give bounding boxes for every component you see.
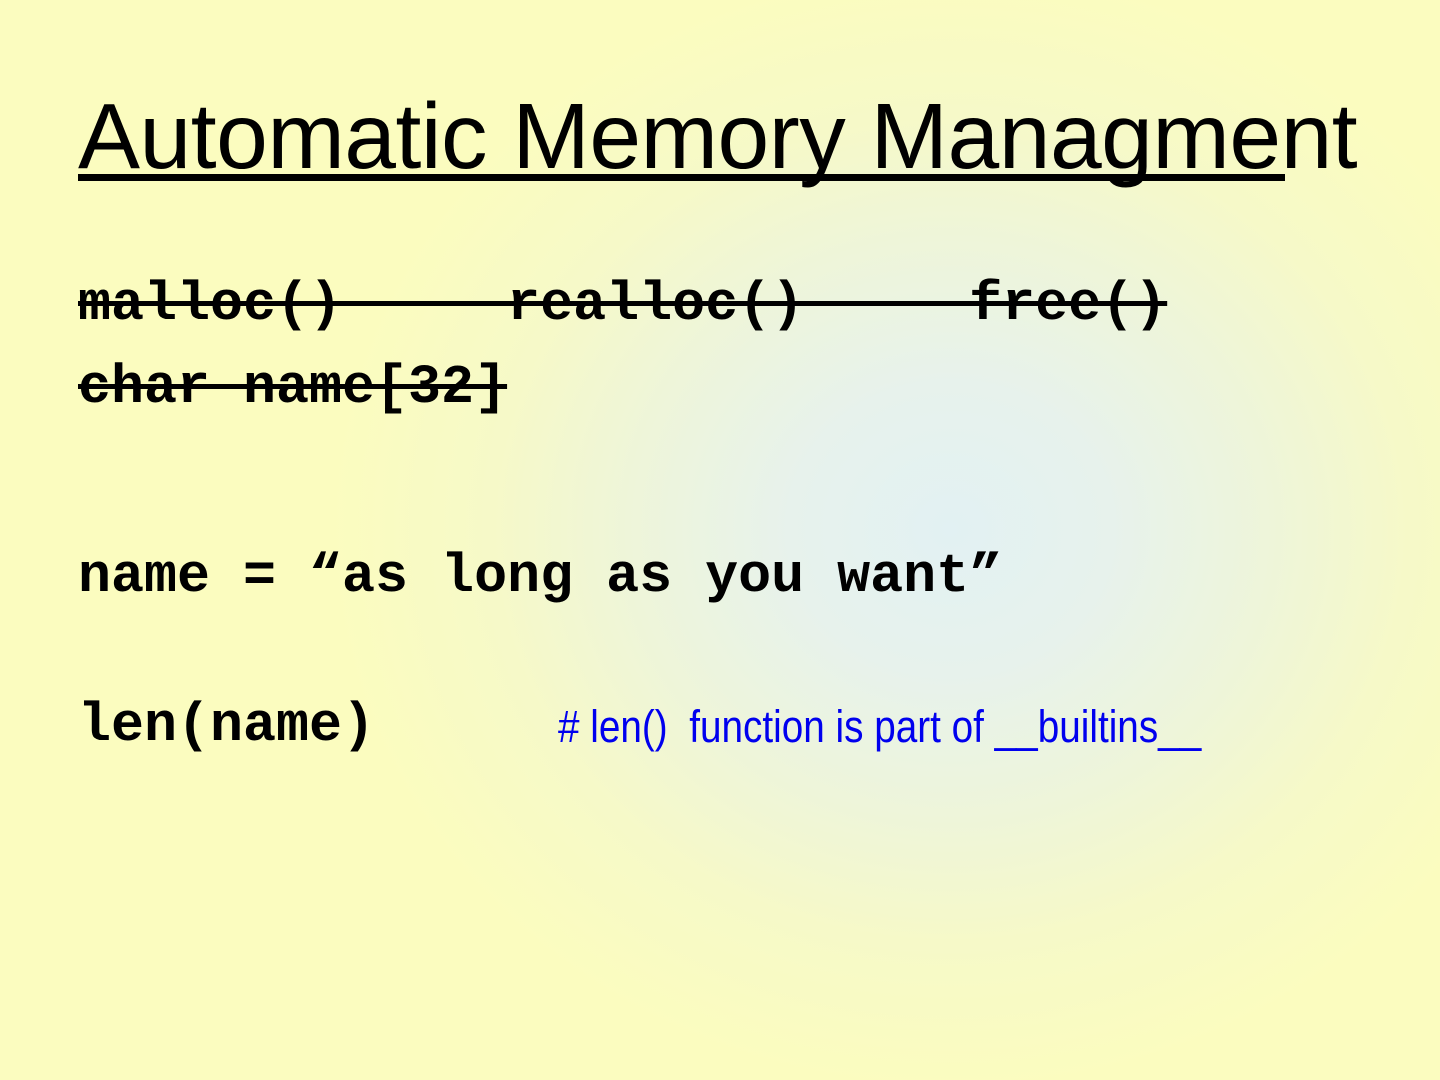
title-underline [78, 174, 1285, 181]
code-line-malloc: malloc() realloc() free() [78, 273, 1168, 336]
code-line-len-call: len(name) [78, 694, 376, 757]
page-title: Automatic Memory Managment [78, 84, 1358, 188]
code-line-char-array: char name[32] [78, 356, 508, 419]
code-line-assignment: name = “as long as you want” [78, 545, 1003, 608]
code-comment-builtins: # len() function is part of __builtins__ [558, 701, 1202, 752]
